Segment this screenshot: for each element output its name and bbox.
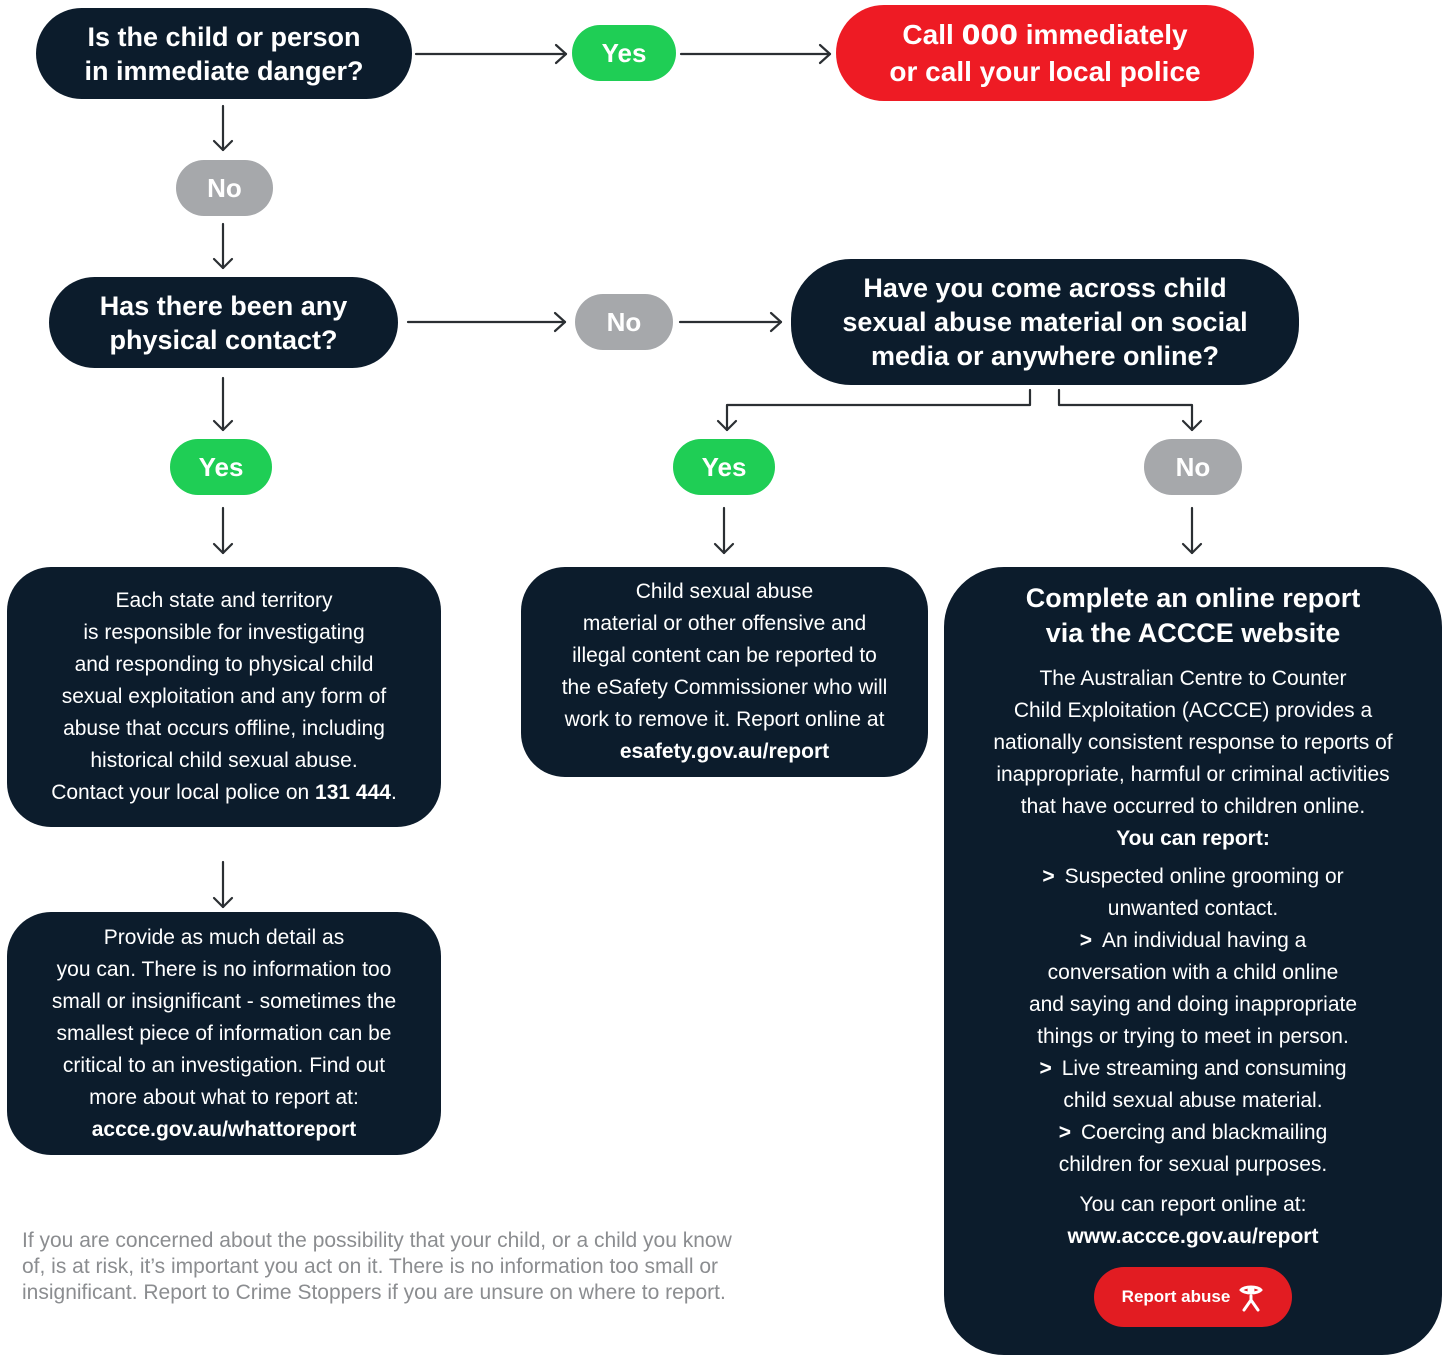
esafety-report-link[interactable]: esafety.gov.au/report <box>619 740 830 763</box>
no-pill-physical: No <box>575 294 673 350</box>
report-abuse-icon <box>1239 1285 1263 1312</box>
report-abuse-button[interactable]: Report abuse <box>1094 1267 1292 1327</box>
yes-pill-physical: Yes <box>170 439 272 495</box>
accce-description: The Australian Centre to Counter Child E… <box>993 667 1393 818</box>
esafety-info-box: Child sexual abuse material or other off… <box>521 567 928 777</box>
list-item: >Suspected online grooming or <box>1042 865 1344 888</box>
accce-report-link[interactable]: www.accce.gov.au/report <box>1067 1225 1319 1248</box>
provide-detail-box: Provide as much detail as you can. There… <box>7 912 441 1155</box>
question-physical-contact: Has there been any physical contact? <box>49 277 398 368</box>
local-police-info-box: Each state and territory is responsible … <box>7 567 441 827</box>
question-online-material: Have you come across child sexual abuse … <box>791 259 1299 385</box>
whattoreport-link[interactable]: accce.gov.au/whattoreport <box>91 1117 357 1141</box>
footer-note: If you are concerned about the possibili… <box>22 1229 732 1304</box>
list-item: >An individual having a <box>1079 929 1307 952</box>
report-types-list: >Suspected online grooming or unwanted c… <box>1029 861 1357 1181</box>
no-pill-online: No <box>1144 439 1242 495</box>
yes-pill-danger: Yes <box>572 25 676 81</box>
list-item: >Live streaming and consuming <box>1039 1057 1347 1080</box>
yes-pill-online: Yes <box>673 439 775 495</box>
no-pill-danger: No <box>176 160 273 216</box>
accce-report-box: Complete an online report via the ACCCE … <box>944 567 1442 1355</box>
emergency-call-box: Call 000 immediately or call your local … <box>836 5 1254 101</box>
accce-box-title: Complete an online report via the ACCCE … <box>1025 583 1361 648</box>
you-can-report-heading: You can report: <box>1116 827 1270 850</box>
question-immediate-danger: Is the child or person in immediate dang… <box>36 8 412 99</box>
report-online-label: You can report online at: <box>1079 1193 1307 1216</box>
list-item: >Coercing and blackmailing <box>1058 1121 1328 1144</box>
police-phone-number[interactable]: 131 444 <box>315 781 391 804</box>
